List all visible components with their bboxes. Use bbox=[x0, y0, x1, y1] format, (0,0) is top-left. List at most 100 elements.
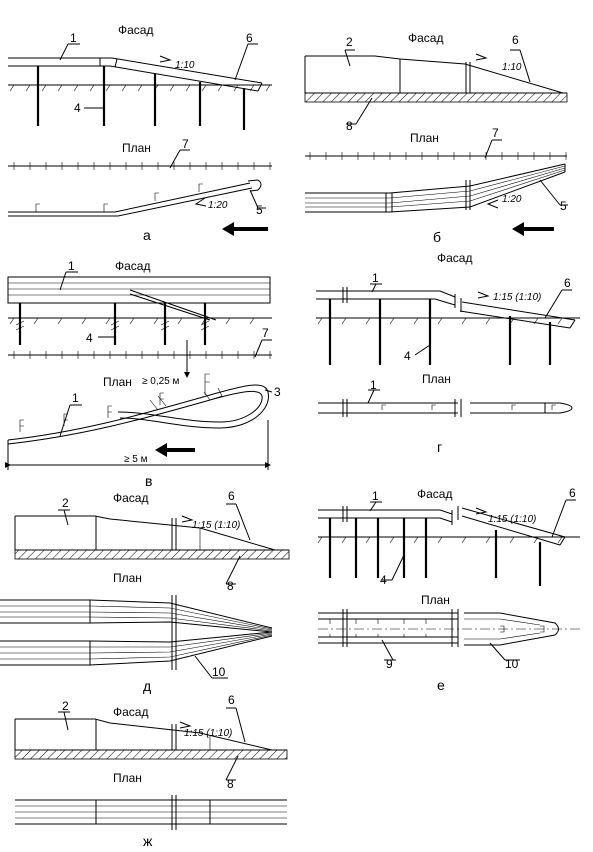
svg-text:2: 2 bbox=[346, 35, 353, 49]
svg-text:10: 10 bbox=[212, 665, 226, 679]
panel-v: Фасад bbox=[5, 259, 281, 489]
panel-letter-d: д bbox=[143, 678, 151, 694]
facade-title: Фасад bbox=[408, 31, 443, 45]
guardrail-beam bbox=[8, 57, 263, 92]
callout-8: 8 bbox=[225, 755, 239, 791]
plan-title: План bbox=[410, 131, 439, 145]
callout-10: 10 bbox=[194, 655, 228, 679]
svg-text:1:15 (1:10): 1:15 (1:10) bbox=[192, 520, 240, 531]
svg-text:5: 5 bbox=[560, 199, 567, 213]
callout-6: 6 bbox=[544, 276, 572, 319]
plan-barrier-lower bbox=[0, 631, 273, 666]
facade-title: Фасад bbox=[113, 705, 148, 719]
edge-line bbox=[8, 351, 272, 359]
flared-end-plan bbox=[7, 384, 269, 445]
svg-text:6: 6 bbox=[228, 693, 235, 707]
callout-2: 2 bbox=[344, 35, 355, 67]
ground-line bbox=[8, 317, 272, 325]
callout-3: 3 bbox=[264, 385, 281, 399]
svg-text:1: 1 bbox=[70, 31, 77, 45]
panel-d: Фасад 1:15 (1:10) 2 6 8 План bbox=[0, 489, 290, 694]
callout-10: 10 bbox=[489, 642, 520, 671]
callout-8: 8 bbox=[225, 555, 241, 593]
ground-line bbox=[317, 536, 580, 544]
svg-text:5: 5 bbox=[256, 203, 263, 217]
facade-title: Фасад bbox=[115, 259, 150, 273]
callout-1: 1 bbox=[59, 259, 78, 291]
concrete-barrier bbox=[14, 515, 276, 551]
slope-indicator: 1:10 bbox=[475, 53, 522, 73]
svg-text:6: 6 bbox=[569, 486, 576, 500]
guardrail-beam bbox=[316, 287, 576, 329]
callout-2: 2 bbox=[58, 496, 70, 526]
facade-title: Фасад bbox=[417, 487, 452, 501]
plan-title: План bbox=[421, 593, 450, 607]
slope-indicator: 1:15 (1:10) bbox=[181, 515, 240, 531]
callout-4: 4 bbox=[404, 344, 431, 363]
panel-letter-g: г bbox=[437, 439, 442, 455]
slope-indicator-plan: 1:20 bbox=[194, 197, 228, 211]
svg-text:3: 3 bbox=[274, 385, 281, 399]
callout-6: 6 bbox=[234, 31, 258, 81]
svg-text:6: 6 bbox=[512, 33, 519, 47]
guardrail-beam bbox=[7, 276, 271, 321]
svg-text:7: 7 bbox=[182, 137, 189, 151]
dimension-5m: ≥ 5 м bbox=[5, 420, 271, 470]
callout-1: 1 bbox=[369, 489, 382, 512]
svg-text:8: 8 bbox=[227, 777, 234, 791]
panel-letter-b: б bbox=[433, 229, 441, 245]
plan-joints bbox=[329, 609, 459, 647]
traffic-direction-arrow bbox=[512, 222, 554, 236]
facade-title: Фасад bbox=[437, 251, 472, 265]
road-pavement bbox=[14, 749, 288, 760]
plan-title: План bbox=[103, 375, 132, 389]
slope-indicator-plan: 1:20 bbox=[486, 194, 522, 209]
svg-text:6: 6 bbox=[246, 31, 253, 45]
plan-end-flare bbox=[464, 612, 559, 646]
callout-8: 8 bbox=[346, 97, 373, 133]
svg-text:6: 6 bbox=[564, 276, 571, 290]
callout-4: 4 bbox=[86, 331, 115, 345]
posts bbox=[36, 66, 246, 130]
concrete-barrier bbox=[14, 718, 273, 751]
dimension-025: ≥ 0,25 м bbox=[142, 340, 190, 387]
posts bbox=[15, 303, 210, 345]
callout-6: 6 bbox=[510, 33, 531, 83]
svg-text:4: 4 bbox=[404, 349, 411, 363]
svg-text:1:15 (1:10): 1:15 (1:10) bbox=[493, 292, 541, 303]
svg-text:2: 2 bbox=[62, 699, 69, 713]
callout-4: 4 bbox=[74, 101, 104, 115]
plan-beam bbox=[318, 399, 573, 417]
plan-beam bbox=[8, 179, 262, 217]
svg-text:≥ 5 м: ≥ 5 м bbox=[124, 454, 148, 465]
slope-indicator: 1:10 bbox=[159, 55, 195, 71]
svg-text:1:20: 1:20 bbox=[208, 200, 228, 211]
slope-indicator: 1:15 (1:10) bbox=[179, 721, 232, 739]
plan-barrier-upper bbox=[0, 599, 273, 633]
callout-4: 4 bbox=[380, 554, 405, 587]
svg-text:9: 9 bbox=[386, 657, 393, 671]
svg-text:8: 8 bbox=[227, 579, 234, 593]
panel-letter-e: е bbox=[437, 677, 445, 693]
svg-text:1: 1 bbox=[370, 378, 377, 392]
guardrail-beam bbox=[318, 506, 566, 546]
callout-1: 1 bbox=[370, 271, 382, 293]
road-pavement bbox=[14, 549, 290, 560]
plan-title: План bbox=[113, 571, 142, 585]
panel-e: Фасад bbox=[317, 486, 580, 693]
callout-6: 6 bbox=[226, 693, 246, 743]
traffic-direction-arrow bbox=[222, 222, 268, 236]
svg-text:1:10: 1:10 bbox=[502, 62, 522, 73]
section-break bbox=[171, 595, 177, 670]
callout-5: 5 bbox=[539, 179, 568, 213]
callout-9: 9 bbox=[381, 639, 396, 671]
concrete-barrier bbox=[304, 55, 564, 94]
road-pavement bbox=[304, 92, 568, 103]
svg-text:6: 6 bbox=[228, 489, 235, 503]
panel-a: Фасад 1 bbox=[8, 23, 272, 243]
svg-text:4: 4 bbox=[380, 573, 387, 587]
plan-title: План bbox=[113, 771, 142, 785]
callout-6: 6 bbox=[226, 489, 251, 541]
plan-beam-upper bbox=[318, 612, 458, 620]
